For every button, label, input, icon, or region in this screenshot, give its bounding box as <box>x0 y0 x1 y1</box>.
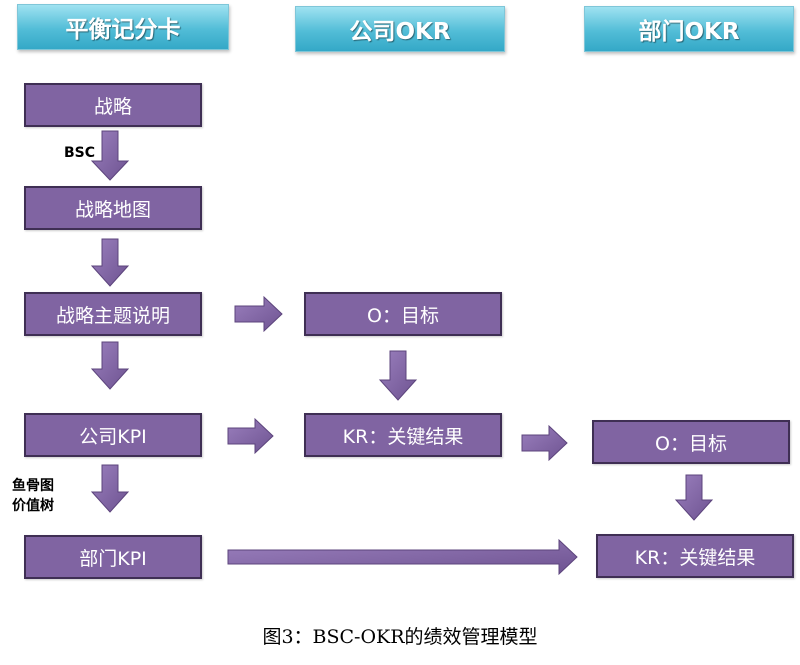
box-dept-kpi-label: 部门KPI <box>79 547 147 570</box>
header-company-okr-label: 公司OKR <box>349 19 451 45</box>
box-dept-objective: O：目标 <box>592 420 790 464</box>
header-dept-okr-label: 部门OKR <box>638 19 740 45</box>
box-strategy-map-label: 战略地图 <box>74 198 151 221</box>
box-strategy-map: 战略地图 <box>24 186 202 230</box>
box-strategy-label: 战略 <box>93 95 132 118</box>
arrow-strategy-to-map <box>90 130 130 181</box>
header-company-okr: 公司OKR <box>295 6 505 52</box>
box-strategic-theme: 战略主题说明 <box>24 292 202 336</box>
arrow-map-to-theme <box>90 238 130 287</box>
box-company-key-results: KR：关键结果 <box>304 413 502 457</box>
box-dept-objective-label: O：目标 <box>655 432 727 455</box>
arrow-kpi-to-dept-kpi <box>90 464 130 513</box>
arrow-objective-to-key-results <box>378 350 418 401</box>
header-bsc: 平衡记分卡 <box>17 4 229 50</box>
bsc-arrow-label: BSC <box>64 145 96 161</box>
box-strategic-theme-label: 战略主题说明 <box>55 304 170 327</box>
box-strategy: 战略 <box>24 83 202 127</box>
box-dept-key-results: KR：关键结果 <box>596 534 794 578</box>
figure-caption: 图3：BSC-OKR的绩效管理模型 <box>262 626 538 648</box>
fishbone-label: 鱼骨图 <box>12 478 54 494</box>
box-company-kpi: 公司KPI <box>24 413 202 457</box>
header-bsc-label: 平衡记分卡 <box>65 17 181 43</box>
arrow-dept-objective-to-dept-kr <box>674 474 714 521</box>
box-company-key-results-label: KR：关键结果 <box>342 425 464 448</box>
arrow-theme-to-kpi <box>90 341 130 390</box>
arrow-kpi-to-key-results <box>227 417 274 455</box>
arrow-kr-to-dept-objective <box>521 424 568 462</box>
value-tree-label: 价值树 <box>12 498 54 514</box>
box-dept-kpi: 部门KPI <box>24 535 202 579</box>
box-dept-key-results-label: KR：关键结果 <box>634 546 756 569</box>
box-company-kpi-label: 公司KPI <box>79 425 147 448</box>
arrow-theme-to-objective <box>234 295 283 333</box>
box-company-objective: O：目标 <box>304 292 502 336</box>
header-dept-okr: 部门OKR <box>584 6 794 52</box>
box-company-objective-label: O：目标 <box>367 304 439 327</box>
arrow-dept-kpi-to-dept-kr <box>227 538 578 576</box>
